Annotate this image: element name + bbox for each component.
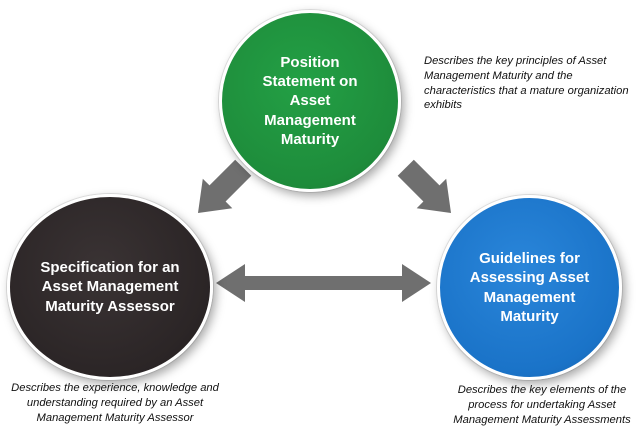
assessor-specification-description: Describes the experience, knowledge and … [11,382,219,424]
arrow-top-to-left [198,159,252,213]
position-statement-circle: Position Statement on Asset Management M… [219,10,401,192]
assessment-guidelines-circle: Guidelines for Assessing Asset Managemen… [437,195,622,380]
arrow-left-right [216,264,431,302]
arrow-top-to-right [397,159,451,213]
position-statement-description: Describes the key principles of Asset Ma… [424,55,629,112]
position-statement-title: Position Statement on Asset Management M… [262,54,358,148]
assessor-specification-title: Specification for an Asset Management Ma… [40,259,180,315]
assessment-guidelines-title: Guidelines for Assessing Asset Managemen… [469,250,590,325]
assessment-guidelines-description: Describes the key elements of the proces… [453,384,631,426]
assessor-specification-circle: Specification for an Asset Management Ma… [7,194,213,380]
